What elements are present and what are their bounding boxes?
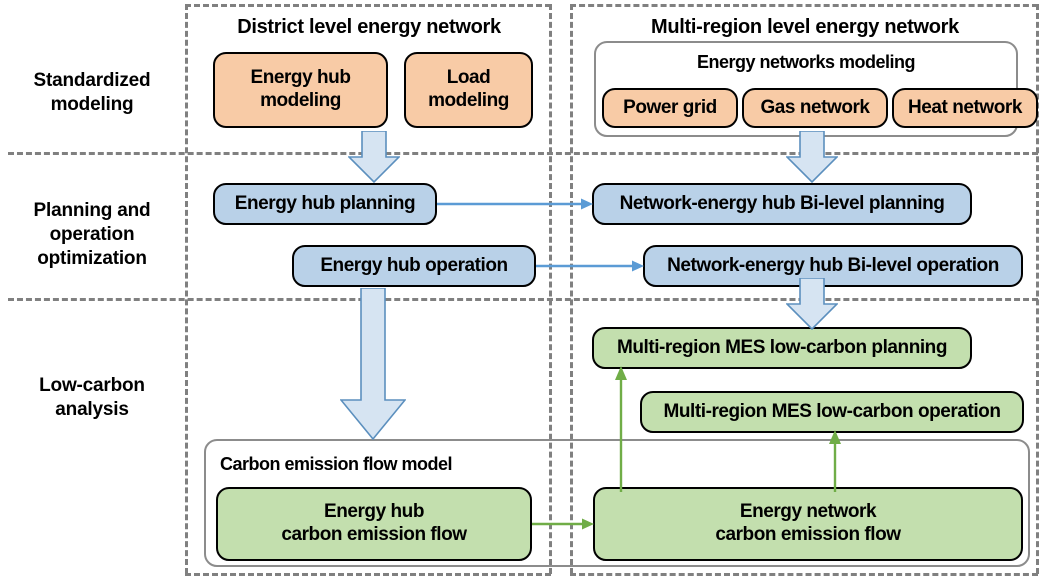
arrow-hub-flow-to-network-flow	[532, 518, 594, 530]
node-energy-hub-operation[interactable]: Energy hub operation	[292, 245, 536, 287]
top-border-right-column	[570, 4, 1038, 7]
column-title-multi-region-level: Multi-region level energy network	[651, 15, 959, 38]
block-arrow-planning-to-lowcarbon-right	[786, 278, 838, 330]
block-arrow-planning-to-carbonflow-left	[340, 288, 406, 440]
row-divider-2	[8, 298, 1038, 301]
bottom-border-left-column	[185, 573, 551, 576]
arrow-hub-planning-to-network-planning	[437, 198, 593, 210]
arrow-network-flow-to-mes-operation	[829, 430, 841, 492]
node-network-hub-bilevel-operation[interactable]: Network-energy hub Bi-level operation	[643, 245, 1023, 287]
row-label-low-carbon-analysis: Low-carbon analysis	[39, 374, 145, 420]
top-border-left-column	[185, 4, 551, 7]
row-label-planning-operation: Planning and operation optimization	[33, 200, 151, 269]
node-load-modeling[interactable]: Load modeling	[404, 52, 533, 128]
arrow-hub-operation-to-network-operation	[536, 260, 644, 272]
node-mes-low-carbon-operation[interactable]: Multi-region MES low-carbon operation	[640, 391, 1024, 433]
group-title-carbon-emission-flow-model: Carbon emission flow model	[220, 453, 453, 474]
column-divider-right-end	[1036, 4, 1039, 574]
column-divider-left-start	[185, 4, 188, 574]
node-energy-hub-planning[interactable]: Energy hub planning	[213, 183, 437, 225]
column-divider-left-end	[549, 4, 552, 574]
row-label-standardized-modeling: Standardized modeling	[33, 69, 151, 115]
node-energy-hub-carbon-emission-flow[interactable]: Energy hub carbon emission flow	[216, 487, 532, 561]
column-title-district-level: District level energy network	[237, 15, 501, 38]
block-arrow-modeling-to-planning-left	[348, 131, 400, 183]
node-gas-network[interactable]: Gas network	[742, 88, 888, 128]
node-network-hub-bilevel-planning[interactable]: Network-energy hub Bi-level planning	[592, 183, 972, 225]
node-energy-hub-modeling[interactable]: Energy hub modeling	[213, 52, 388, 128]
bottom-border-right-column	[570, 573, 1038, 576]
arrow-network-flow-to-mes-planning	[615, 366, 627, 492]
group-title-energy-networks-modeling: Energy networks modeling	[696, 51, 916, 72]
row-divider-1	[8, 152, 1038, 155]
column-divider-right-start	[570, 4, 573, 574]
block-arrow-modeling-to-planning-right	[786, 131, 838, 183]
node-mes-low-carbon-planning[interactable]: Multi-region MES low-carbon planning	[592, 327, 972, 369]
group-carbon-emission-flow-model	[204, 439, 1030, 567]
node-energy-network-carbon-emission-flow[interactable]: Energy network carbon emission flow	[593, 487, 1023, 561]
node-heat-network[interactable]: Heat network	[892, 88, 1038, 128]
node-power-grid[interactable]: Power grid	[602, 88, 738, 128]
